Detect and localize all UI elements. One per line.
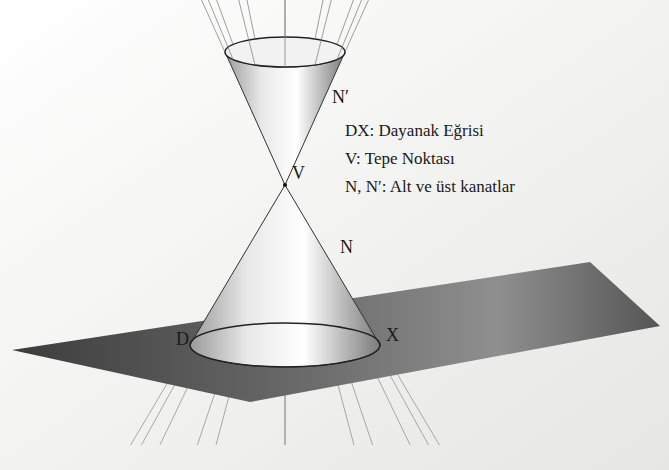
ruling-line bbox=[202, 0, 225, 52]
nappe-label: N′ bbox=[332, 88, 349, 108]
ruling-line bbox=[315, 0, 331, 65]
lower-nappe bbox=[190, 185, 380, 367]
legend-note: N, N′: Alt ve üst kanatlar bbox=[345, 178, 515, 197]
vertex-label: V bbox=[292, 164, 305, 184]
directrix-curve bbox=[190, 323, 380, 367]
vertex-point bbox=[283, 183, 287, 187]
upper-nappe bbox=[225, 52, 345, 185]
ruling-line bbox=[345, 0, 368, 52]
ruling-line bbox=[337, 0, 362, 60]
ruling-line bbox=[337, 0, 353, 45]
ruling-line bbox=[208, 0, 233, 60]
ruling-line bbox=[239, 0, 255, 65]
ruling-line bbox=[285, 0, 286, 37]
ruling-line bbox=[217, 0, 233, 45]
curve-label: D bbox=[176, 330, 189, 350]
curve-label: X bbox=[386, 326, 399, 346]
rulings bbox=[202, 0, 369, 67]
ruling-line bbox=[285, 0, 286, 67]
legend-note: V: Tepe Noktası bbox=[345, 150, 455, 169]
legend-note: DX: Dayanak Eğrisi bbox=[345, 122, 484, 141]
nappe-label: N bbox=[340, 238, 353, 258]
ruling-line bbox=[315, 0, 323, 39]
ruling-line bbox=[247, 0, 255, 39]
